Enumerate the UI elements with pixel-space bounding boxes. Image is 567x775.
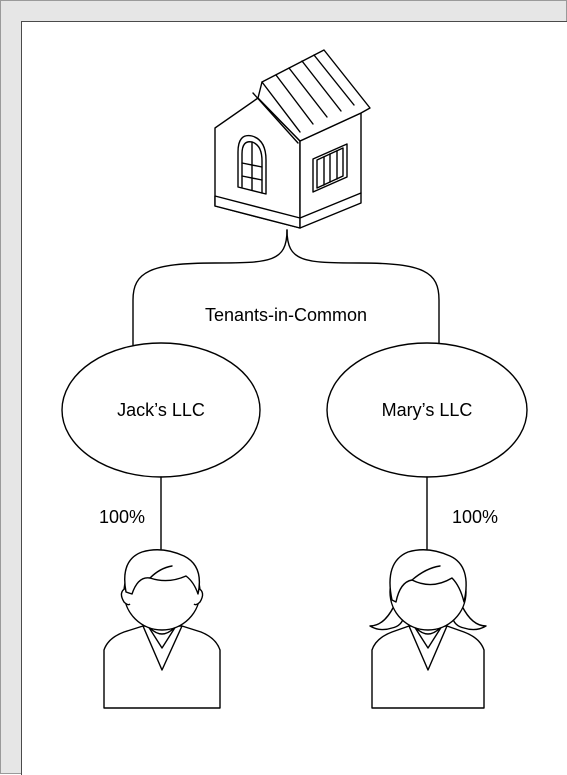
entity-jacks-llc: Jack’s LLC [61, 342, 261, 478]
ownership-left-label: 100% [99, 507, 145, 527]
entity-marys-llc: Mary’s LLC [326, 342, 528, 478]
ownership-right-label: 100% [452, 507, 498, 527]
entity-label: Jack’s LLC [117, 400, 205, 420]
entity-label: Mary’s LLC [382, 400, 473, 420]
tenancy-connector [132, 229, 440, 346]
house-icon [214, 49, 371, 229]
woman-person-icon [369, 549, 487, 709]
relationship-label: Tenants-in-Common [205, 305, 367, 325]
man-person-icon [103, 549, 221, 709]
